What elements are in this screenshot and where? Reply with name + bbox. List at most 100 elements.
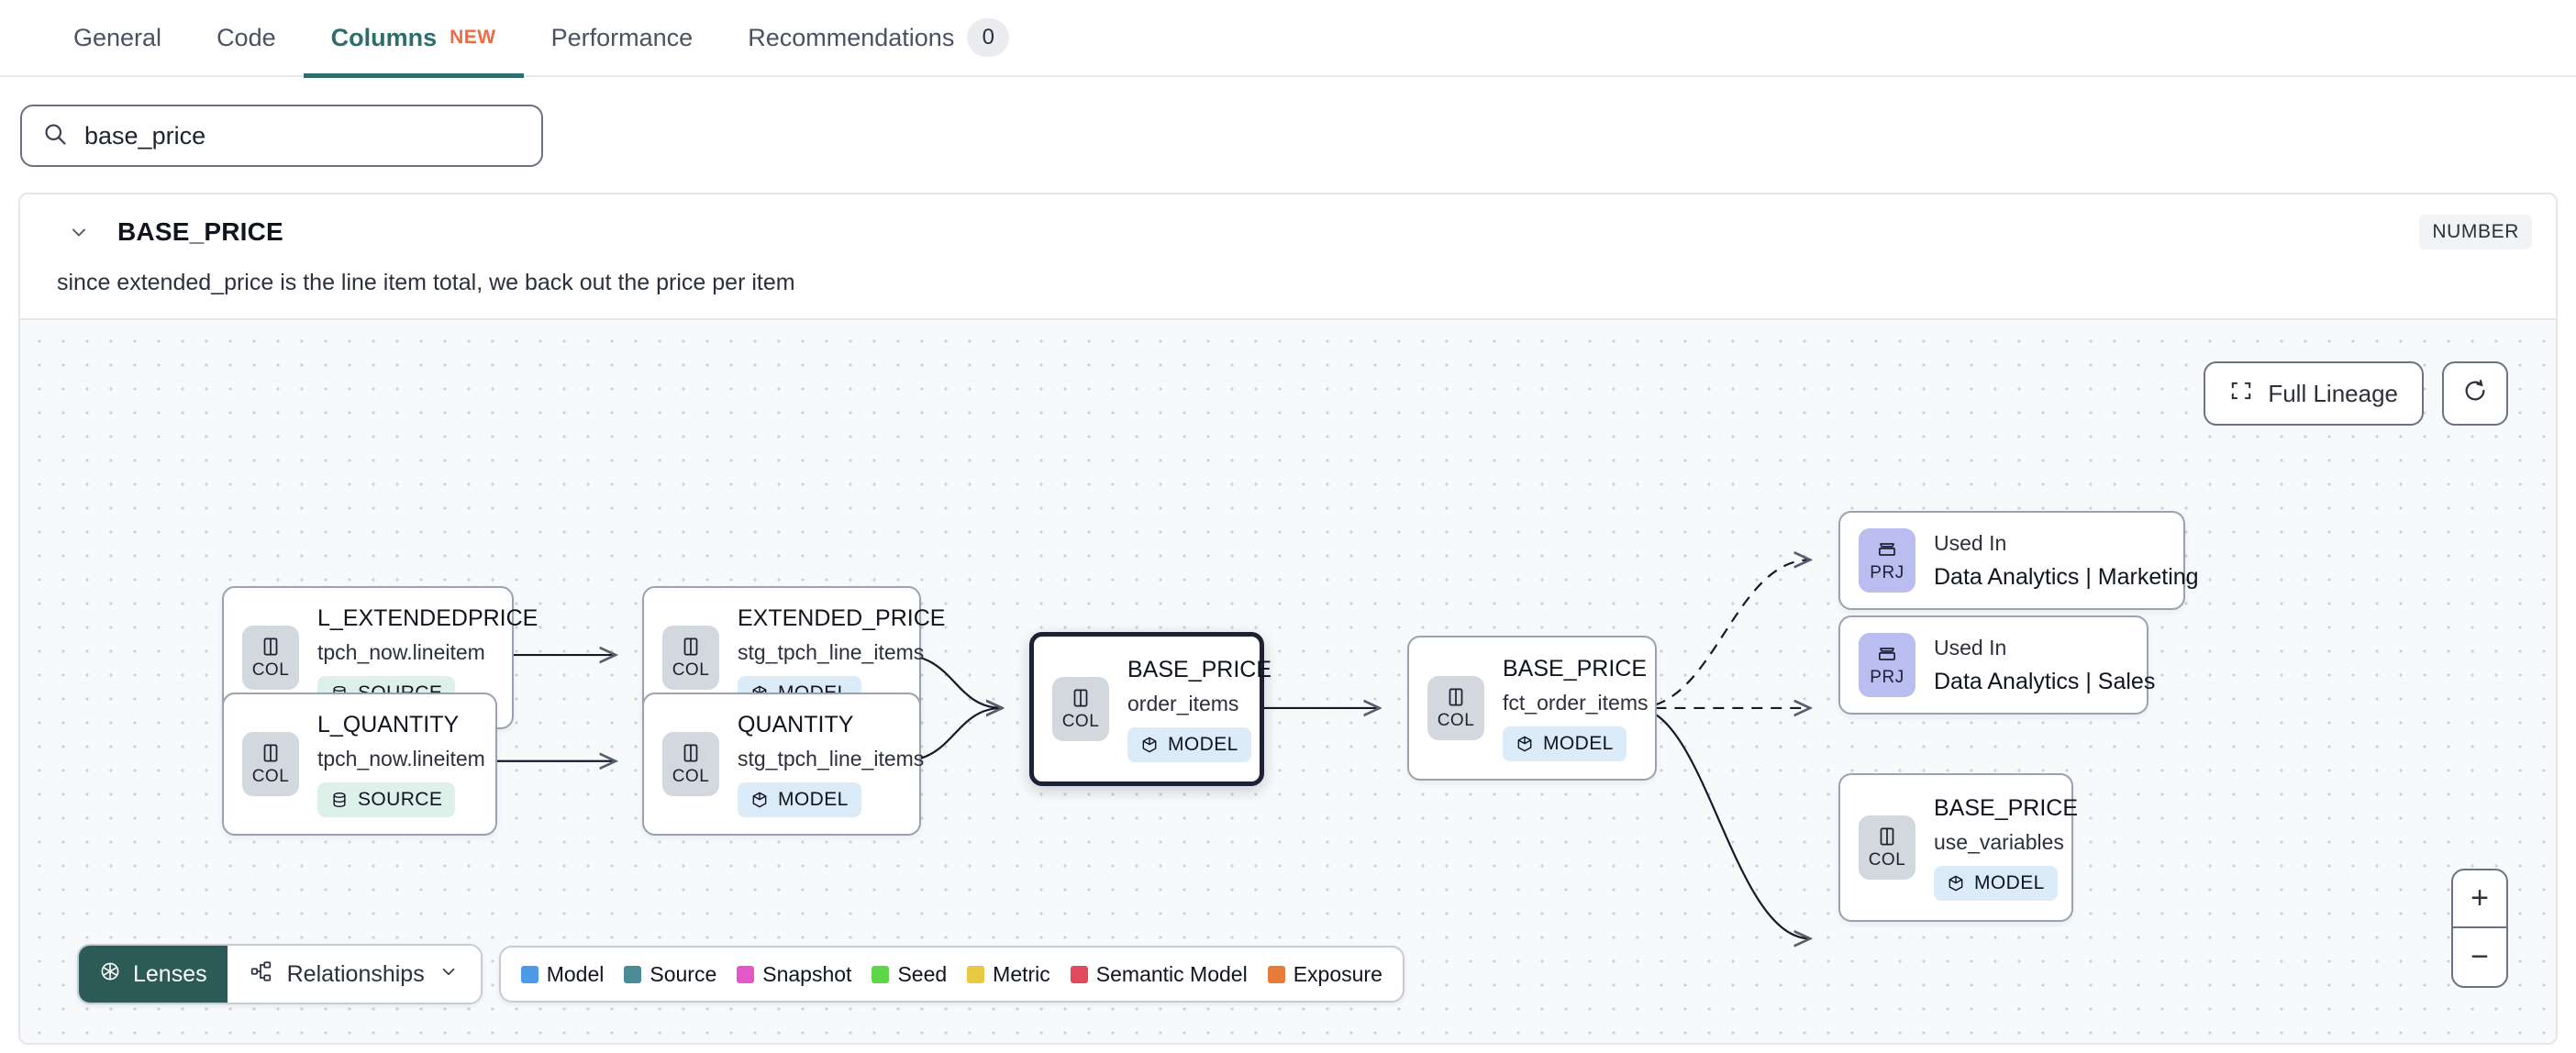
lineage-node-base-price-fct-order-items[interactable]: COL BASE_PRICE fct_order_items MODEL xyxy=(1407,636,1657,781)
recommendations-count-badge: 0 xyxy=(967,18,1010,57)
node-usedin-label: Used In xyxy=(1934,530,2007,555)
node-subtitle: stg_tpch_line_items xyxy=(738,746,925,770)
tab-general[interactable]: General xyxy=(46,0,189,76)
relationships-button[interactable]: Relationships xyxy=(227,946,481,1003)
node-title: BASE_PRICE xyxy=(1127,656,1272,682)
tab-label: General xyxy=(73,23,162,51)
aperture-icon xyxy=(99,960,121,989)
tab-columns[interactable]: Columns NEW xyxy=(303,0,524,78)
search-area xyxy=(0,77,2576,167)
prj-badge-icon: PRJ xyxy=(1859,633,1915,697)
relationships-icon xyxy=(250,959,273,990)
tab-performance[interactable]: Performance xyxy=(524,0,721,76)
node-tag-model: MODEL xyxy=(1934,865,2058,901)
node-subtitle: stg_tpch_line_items xyxy=(738,639,925,664)
search-box[interactable] xyxy=(20,105,543,167)
expand-frame-icon xyxy=(2229,379,2253,409)
node-title: L_EXTENDEDPRICE xyxy=(317,604,539,631)
tab-bar: General Code Columns NEW Performance Rec… xyxy=(0,0,2576,78)
legend-swatch xyxy=(737,965,755,983)
node-tag-model: MODEL xyxy=(1503,726,1627,761)
node-tag-model: MODEL xyxy=(738,781,861,817)
refresh-icon xyxy=(2462,378,2488,410)
cube-icon xyxy=(1949,875,1963,891)
edge-dashed xyxy=(1636,560,1810,710)
zoom-out-button[interactable]: − xyxy=(2471,939,2489,974)
lineage-canvas[interactable]: COL L_EXTENDEDPRICE tpch_now.lineitem SO… xyxy=(20,318,2556,1043)
chevron-down-icon[interactable] xyxy=(439,961,459,988)
zoom-in-button[interactable]: + xyxy=(2453,870,2506,928)
col-badge-icon: COL xyxy=(1427,676,1484,740)
legend-swatch xyxy=(872,965,890,983)
lenses-label: Lenses xyxy=(133,960,207,987)
lineage-node-base-price-use-variables[interactable]: COL BASE_PRICE use_variables MODEL xyxy=(1838,773,2078,922)
col-badge-icon: COL xyxy=(662,732,719,796)
lenses-group: Lenses Relationships xyxy=(77,944,483,1004)
node-subtitle: tpch_now.lineitem xyxy=(317,746,485,770)
legend-item-semantic-model: Semantic Model xyxy=(1070,962,1248,987)
lineage-node-project-marketing[interactable]: PRJ Used In Data Analytics | Marketing xyxy=(1838,511,2199,610)
tab-new-badge: NEW xyxy=(450,27,496,48)
cube-icon xyxy=(752,792,767,807)
node-subtitle: tpch_now.lineitem xyxy=(317,639,485,664)
node-subtitle: order_items xyxy=(1127,691,1239,715)
graph-bottom-bar: Lenses Relationships xyxy=(77,944,1405,1004)
node-title: QUANTITY xyxy=(738,711,854,737)
tab-label: Recommendations xyxy=(748,23,955,51)
legend-item-metric: Metric xyxy=(967,962,1050,987)
node-title: L_QUANTITY xyxy=(317,711,460,737)
graph-top-controls: Full Lineage xyxy=(2204,361,2508,426)
search-input[interactable] xyxy=(84,121,521,150)
full-lineage-label: Full Lineage xyxy=(2268,379,2398,407)
node-subtitle: use_variables xyxy=(1934,829,2064,854)
legend-swatch xyxy=(1267,965,1285,983)
node-title: EXTENDED_PRICE xyxy=(738,604,946,631)
col-badge-icon: COL xyxy=(242,626,299,690)
legend-swatch xyxy=(624,965,642,983)
column-description: since extended_price is the line item to… xyxy=(57,270,795,295)
cube-icon xyxy=(1142,737,1157,752)
lineage-node-base-price-order-items[interactable]: COL BASE_PRICE order_items MODEL xyxy=(1029,632,1271,786)
zoom-controls: + − xyxy=(2451,869,2508,988)
legend-swatch xyxy=(520,965,539,983)
tab-recommendations[interactable]: Recommendations 0 xyxy=(720,0,1037,76)
cube-icon xyxy=(1517,736,1532,751)
legend-item-exposure: Exposure xyxy=(1267,962,1382,987)
col-badge-icon: COL xyxy=(1859,815,1915,880)
lenses-button[interactable]: Lenses xyxy=(79,946,228,1003)
node-subtitle: fct_order_items xyxy=(1503,690,1649,715)
legend-swatch xyxy=(1070,965,1088,983)
relationships-label: Relationships xyxy=(286,960,425,987)
refresh-button[interactable] xyxy=(2442,361,2508,426)
col-badge-icon: COL xyxy=(242,732,299,796)
full-lineage-button[interactable]: Full Lineage xyxy=(2204,361,2424,426)
tab-label: Performance xyxy=(550,23,694,51)
search-icon xyxy=(42,121,68,151)
legend-item-snapshot: Snapshot xyxy=(737,962,851,987)
page-title: BASE_PRICE xyxy=(117,217,283,246)
node-type-legend: Model Source Snapshot Seed Metric xyxy=(498,946,1405,1003)
legend-swatch xyxy=(967,965,985,983)
node-title: BASE_PRICE xyxy=(1934,794,2079,821)
col-badge-icon: COL xyxy=(662,626,719,690)
chevron-down-icon[interactable] xyxy=(66,219,92,245)
prj-badge-icon: PRJ xyxy=(1859,528,1915,593)
lineage-node-l-quantity[interactable]: COL L_QUANTITY tpch_now.lineitem SOURCE xyxy=(222,693,497,836)
node-tag-source: SOURCE xyxy=(317,781,456,817)
database-icon xyxy=(333,792,346,807)
tab-code[interactable]: Code xyxy=(189,0,304,76)
col-badge-icon: COL xyxy=(1052,677,1109,741)
node-usedin-label: Used In xyxy=(1934,635,2007,660)
lineage-node-quantity[interactable]: COL QUANTITY stg_tpch_line_items MODEL xyxy=(642,693,925,836)
tab-label: Columns xyxy=(330,23,438,51)
legend-item-model: Model xyxy=(520,962,604,987)
column-detail-card: BASE_PRICE NUMBER since extended_price i… xyxy=(18,193,2558,1045)
node-tag-model: MODEL xyxy=(1127,726,1251,762)
edge-solid xyxy=(1636,706,1810,938)
node-project-name: Data Analytics | Marketing xyxy=(1934,563,2199,590)
column-type-badge: NUMBER xyxy=(2419,215,2532,249)
column-header: BASE_PRICE NUMBER xyxy=(20,194,2556,249)
lineage-node-project-sales[interactable]: PRJ Used In Data Analytics | Sales xyxy=(1838,615,2155,715)
node-project-name: Data Analytics | Sales xyxy=(1934,668,2156,694)
legend-item-seed: Seed xyxy=(872,962,947,987)
